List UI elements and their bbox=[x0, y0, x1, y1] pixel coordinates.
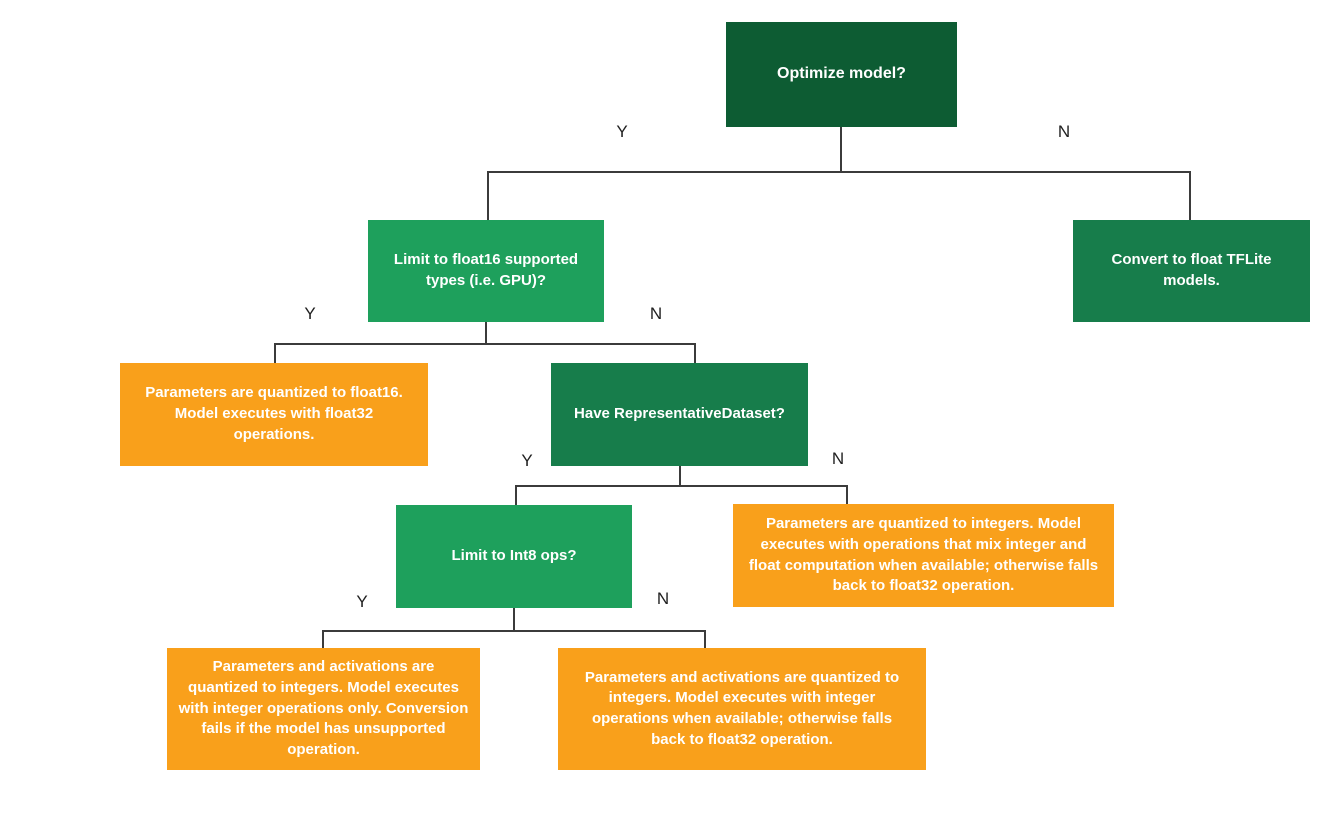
edge-label-int8-yes: Y bbox=[356, 592, 368, 611]
edge-label-float16-yes: Y bbox=[304, 304, 316, 323]
node-have-representative-dataset-label: Have RepresentativeDataset? bbox=[574, 405, 785, 423]
connector-line bbox=[846, 485, 848, 504]
connector-line bbox=[513, 608, 515, 630]
connector-line bbox=[679, 466, 681, 485]
connector-line bbox=[704, 630, 706, 648]
edge-label-dataset-no: N bbox=[831, 449, 845, 468]
edge-label-optimize-yes: Y bbox=[616, 122, 628, 141]
node-integer-mix-result: Parameters are quantized to integers. Mo… bbox=[733, 504, 1114, 607]
connector-line bbox=[515, 485, 848, 487]
edge-label-float16-no: N bbox=[649, 304, 663, 323]
connector-line bbox=[322, 630, 706, 632]
connector-line bbox=[694, 343, 696, 363]
connector-line bbox=[1189, 171, 1191, 220]
node-integer-only-result: Parameters and activations are quantized… bbox=[167, 648, 480, 770]
node-have-representative-dataset: Have RepresentativeDataset? bbox=[551, 363, 808, 466]
node-optimize-model: Optimize model? bbox=[726, 22, 957, 127]
node-optimize-model-label: Optimize model? bbox=[777, 65, 906, 83]
node-limit-float16-label: Limit to float16 supported types (i.e. G… bbox=[393, 251, 579, 289]
node-integer-fallback-result-label: Parameters and activations are quantized… bbox=[584, 668, 900, 748]
node-convert-float-tflite: Convert to float TFLite models. bbox=[1073, 220, 1310, 322]
node-convert-float-tflite-label: Convert to float TFLite models. bbox=[1111, 251, 1272, 289]
node-float16-result-label: Parameters are quantized to float16. Mod… bbox=[145, 384, 403, 443]
edge-label-dataset-yes: Y bbox=[521, 451, 533, 470]
connector-line bbox=[322, 630, 324, 648]
node-integer-fallback-result: Parameters and activations are quantized… bbox=[558, 648, 926, 770]
node-limit-int8-ops-label: Limit to Int8 ops? bbox=[451, 547, 577, 565]
connector-line bbox=[840, 127, 842, 171]
node-float16-result: Parameters are quantized to float16. Mod… bbox=[120, 363, 428, 466]
connector-line bbox=[274, 343, 276, 363]
connector-line bbox=[487, 171, 489, 220]
edge-label-int8-no: N bbox=[656, 589, 670, 608]
connector-line bbox=[274, 343, 695, 345]
node-limit-float16: Limit to float16 supported types (i.e. G… bbox=[368, 220, 604, 322]
connector-line bbox=[515, 485, 517, 505]
connector-line bbox=[485, 322, 487, 343]
node-integer-only-result-label: Parameters and activations are quantized… bbox=[178, 658, 469, 759]
node-integer-mix-result-label: Parameters are quantized to integers. Mo… bbox=[748, 515, 1099, 595]
node-limit-int8-ops: Limit to Int8 ops? bbox=[396, 505, 632, 608]
edge-label-optimize-no: N bbox=[1057, 122, 1071, 141]
connector-line bbox=[488, 171, 1191, 173]
